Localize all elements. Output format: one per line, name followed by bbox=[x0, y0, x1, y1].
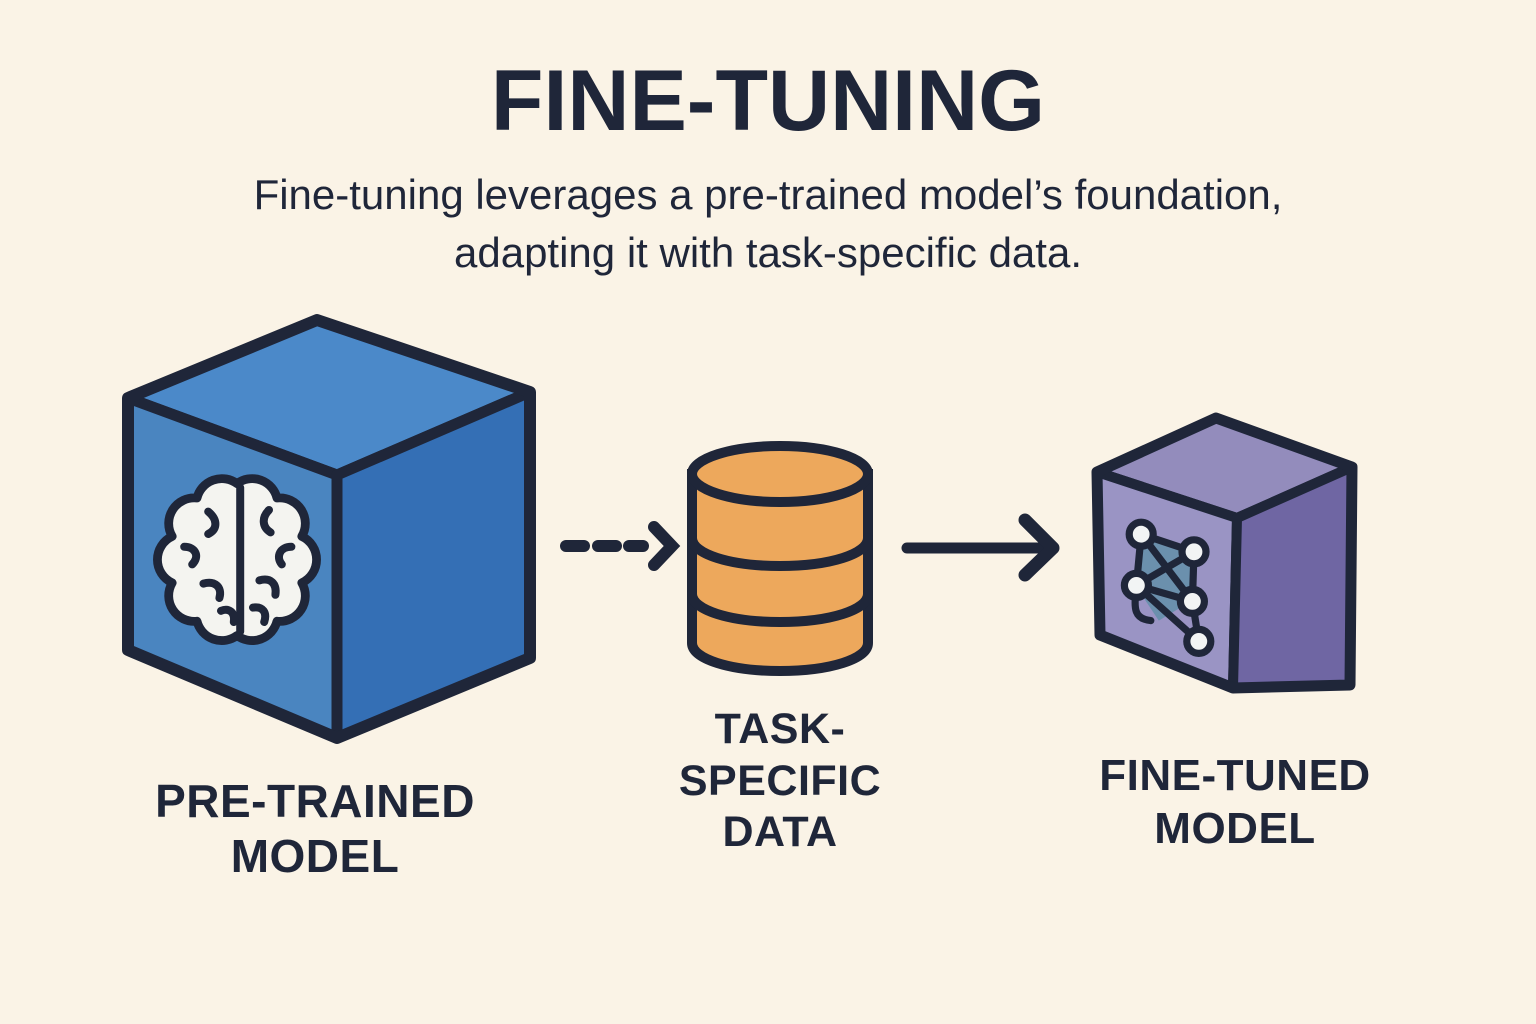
task-specific-data-label: TASK- SPECIFIC DATA bbox=[678, 705, 882, 857]
dashed-arrow bbox=[560, 521, 681, 571]
page-subtitle: Fine-tuning leverages a pre-trained mode… bbox=[253, 171, 1283, 276]
page-title: FINE-TUNING bbox=[490, 53, 1046, 149]
pretrained-model-label: PRE-TRAINED MODEL bbox=[155, 775, 475, 883]
brain-icon bbox=[153, 474, 321, 645]
fine-tuned-model-label: FINE-TUNED MODEL bbox=[1099, 751, 1371, 853]
fine-tuned-model-cube bbox=[1091, 412, 1358, 694]
pretrained-model-cube bbox=[122, 314, 536, 744]
header: FINE-TUNING Fine-tuning leverages a pre-… bbox=[0, 58, 1536, 282]
solid-arrow bbox=[901, 513, 1060, 582]
database-icon bbox=[687, 441, 873, 677]
neural-network-icon bbox=[1120, 518, 1215, 658]
